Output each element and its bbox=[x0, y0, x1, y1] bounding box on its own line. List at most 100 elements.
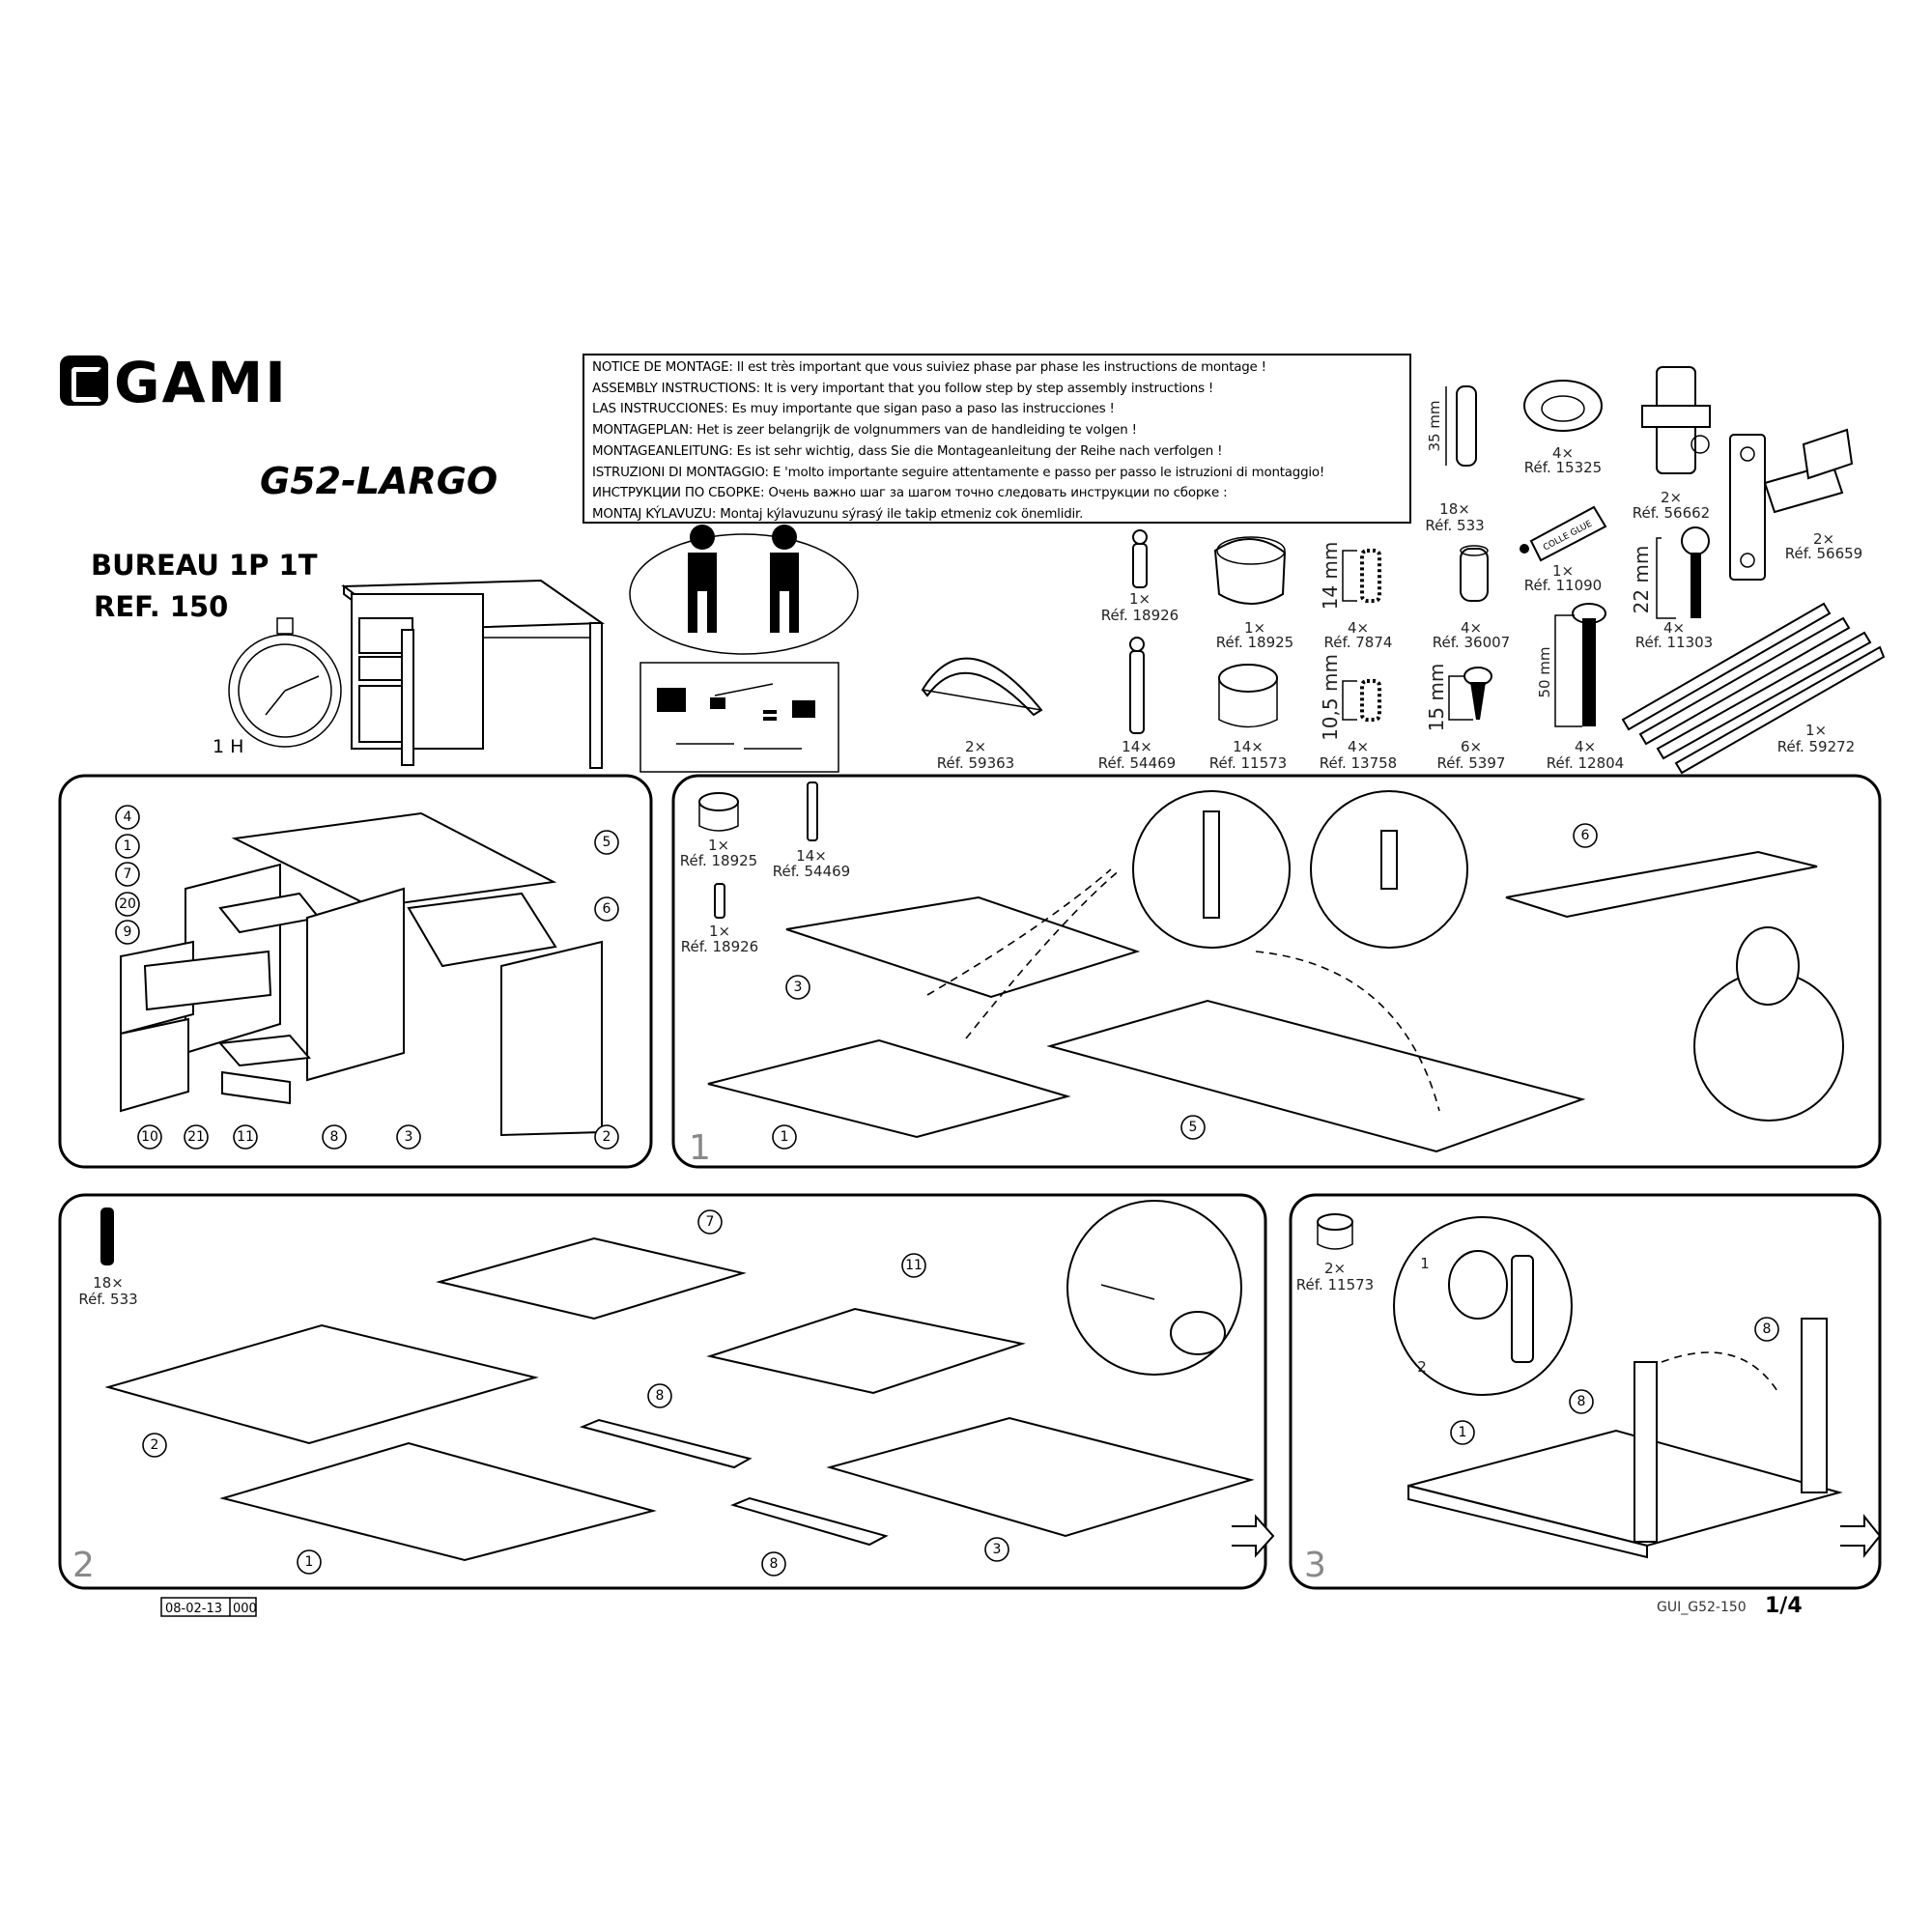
part-qty: 18× bbox=[1439, 500, 1470, 518]
callout-4: 4 bbox=[115, 805, 140, 830]
step3-cam-lock-icon bbox=[1317, 1213, 1353, 1250]
part-qty: 4× bbox=[1461, 619, 1482, 637]
part-dimension: 10,5 mm bbox=[1319, 654, 1342, 741]
callout-6: 6 bbox=[1573, 823, 1598, 848]
model-title: G52-LARGO bbox=[260, 460, 498, 502]
callout-5: 5 bbox=[1180, 1115, 1206, 1140]
part-ref: Réf. 18926 bbox=[1101, 607, 1179, 624]
sequence-marker-2: 2 bbox=[1417, 1358, 1427, 1376]
hinge-plate-icon bbox=[1641, 366, 1711, 474]
part-ref: Réf. 56662 bbox=[1633, 504, 1710, 522]
part-qty: 2× bbox=[1813, 530, 1834, 548]
part-qty: 14× bbox=[1122, 738, 1152, 755]
part-qty: 2× bbox=[965, 738, 986, 755]
screw-22mm-icon bbox=[1656, 526, 1710, 619]
insert-14mm-icon bbox=[1342, 549, 1381, 603]
callout-1: 1 bbox=[1450, 1420, 1475, 1445]
part-ref: Réf. 11573 bbox=[1296, 1276, 1374, 1293]
svg-text:8: 8 bbox=[770, 1556, 779, 1572]
svg-text:2: 2 bbox=[151, 1437, 159, 1453]
callout-1: 1 bbox=[115, 834, 140, 859]
svg-text:8: 8 bbox=[1763, 1321, 1772, 1337]
svg-text:6: 6 bbox=[1581, 828, 1590, 843]
callout-10: 10 bbox=[137, 1124, 162, 1150]
screw-50mm-icon bbox=[1554, 603, 1606, 727]
step1-cam-lock-icon bbox=[698, 792, 739, 832]
svg-text:8: 8 bbox=[330, 1129, 339, 1145]
callout-8: 8 bbox=[761, 1551, 786, 1577]
step-number: 1 bbox=[689, 1128, 711, 1168]
sequence-marker-1: 1 bbox=[1420, 1255, 1430, 1272]
svg-text:20: 20 bbox=[119, 896, 136, 912]
step-number: 3 bbox=[1304, 1546, 1326, 1585]
footer-revision: 000 bbox=[233, 1602, 257, 1616]
svg-text:1: 1 bbox=[781, 1129, 789, 1145]
step2-dowel-icon bbox=[100, 1208, 114, 1265]
insert-10-5mm-icon bbox=[1342, 679, 1381, 722]
notice-line-fr: NOTICE DE MONTAGE: Il est très important… bbox=[592, 360, 1266, 375]
part-qty: 4× bbox=[1348, 738, 1369, 755]
assembly-time: 1 H bbox=[213, 736, 244, 757]
svg-text:7: 7 bbox=[706, 1214, 715, 1230]
callout-3: 3 bbox=[984, 1537, 1009, 1562]
svg-text:5: 5 bbox=[603, 835, 611, 850]
part-dimension: 50 mm bbox=[1536, 646, 1553, 697]
part-ref: Réf. 18925 bbox=[1216, 634, 1293, 651]
callout-20: 20 bbox=[115, 892, 140, 917]
part-qty: 4× bbox=[1663, 619, 1685, 637]
callout-8: 8 bbox=[322, 1124, 347, 1150]
part-ref: Réf. 54469 bbox=[1098, 754, 1176, 772]
part-qty: 14× bbox=[796, 847, 827, 865]
svg-text:11: 11 bbox=[905, 1258, 923, 1273]
assembly-notice: NOTICE DE MONTAGE: Il est très important… bbox=[582, 354, 1411, 524]
part-qty: 2× bbox=[1661, 489, 1682, 506]
callout-8: 8 bbox=[1569, 1389, 1594, 1414]
exploded-view-panel bbox=[58, 774, 653, 1169]
part-ref: Réf. 533 bbox=[1425, 517, 1484, 534]
notice-line-ru: ИНСТРУКЦИИ ПО СБОРКЕ: Очень важно шаг за… bbox=[592, 486, 1228, 501]
svg-text:8: 8 bbox=[656, 1388, 665, 1404]
part-ref: Réf. 11303 bbox=[1635, 634, 1713, 651]
drawer-runners-icon bbox=[1621, 602, 1886, 775]
handle-59363-icon bbox=[921, 657, 1043, 717]
callout-2: 2 bbox=[594, 1124, 619, 1150]
callout-8: 8 bbox=[1754, 1317, 1779, 1342]
callout-7: 7 bbox=[697, 1209, 723, 1235]
step1-cam-bolt-icon bbox=[807, 781, 818, 841]
stopwatch-icon bbox=[228, 617, 342, 748]
callout-6: 6 bbox=[594, 896, 619, 922]
glue-tube-icon bbox=[1520, 505, 1607, 562]
part-qty: 18× bbox=[93, 1274, 124, 1292]
part-dimension: 35 mm bbox=[1426, 400, 1443, 451]
svg-text:8: 8 bbox=[1577, 1394, 1586, 1409]
step-1-panel bbox=[671, 774, 1882, 1169]
callout-21: 21 bbox=[184, 1124, 209, 1150]
concealed-hinge-icon bbox=[1729, 428, 1854, 581]
part-ref: Réf. 13758 bbox=[1320, 754, 1397, 772]
part-ref: Réf. 59363 bbox=[937, 754, 1014, 772]
callout-11: 11 bbox=[901, 1253, 926, 1278]
part-ref: Réf. 18926 bbox=[681, 938, 758, 955]
notice-line-de: MONTAGEANLEITUNG: Es ist sehr wichtig, d… bbox=[592, 443, 1223, 459]
part-qty: 1× bbox=[1552, 562, 1574, 580]
product-ref: REF. 150 bbox=[94, 590, 229, 623]
part-ref: Réf. 5397 bbox=[1437, 754, 1506, 772]
callout-1: 1 bbox=[772, 1124, 797, 1150]
svg-text:3: 3 bbox=[405, 1129, 413, 1145]
part-qty: 1× bbox=[708, 837, 729, 854]
svg-text:1: 1 bbox=[124, 838, 132, 854]
part-qty: 2× bbox=[1324, 1260, 1346, 1277]
callout-1: 1 bbox=[297, 1549, 322, 1575]
svg-text:3: 3 bbox=[993, 1542, 1002, 1557]
svg-text:1: 1 bbox=[1459, 1425, 1467, 1440]
svg-text:5: 5 bbox=[1189, 1120, 1198, 1135]
barrel-nut-icon bbox=[1460, 545, 1489, 602]
step-3-panel bbox=[1289, 1193, 1882, 1590]
callout-8: 8 bbox=[647, 1383, 672, 1408]
footer-page-number: 1/4 bbox=[1765, 1594, 1803, 1618]
part-qty: 1× bbox=[1129, 590, 1151, 608]
desk-illustration bbox=[341, 579, 606, 769]
hinge-cap-icon bbox=[1523, 380, 1603, 432]
footer-doc-code: GUI_G52-150 bbox=[1657, 1600, 1747, 1615]
